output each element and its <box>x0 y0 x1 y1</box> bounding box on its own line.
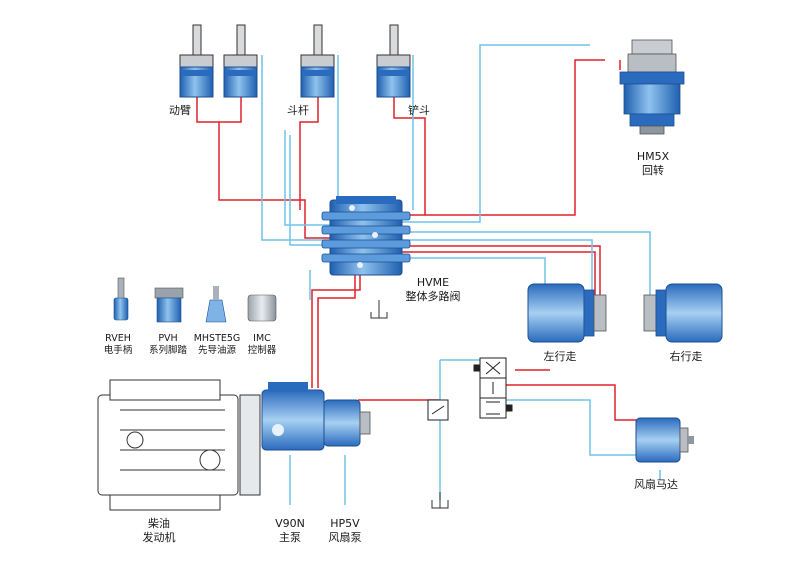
valve-label: 整体多路阀 <box>405 290 461 303</box>
fan-pump-label: 风扇泵 <box>328 531 362 544</box>
engine-label-line1: 柴油 <box>148 517 170 530</box>
boom-cylinder-left <box>179 24 214 98</box>
bucket-label: 铲斗 <box>408 104 430 117</box>
accessory-model-1: RVEH <box>105 333 131 344</box>
main-pump-label: 主泵 <box>279 531 301 544</box>
fan-pump-model: HP5V <box>330 517 360 530</box>
valve-model: HVME <box>416 276 450 289</box>
bucket-cylinder <box>376 24 411 98</box>
right-travel-motor <box>643 283 723 343</box>
fan-motor-label: 风扇马达 <box>634 478 678 491</box>
hvme-multi-valve <box>321 196 411 276</box>
boom-label: 动臂 <box>169 104 191 117</box>
accessory-model-4: IMC <box>253 333 271 344</box>
swing-model: HM5X <box>636 150 670 163</box>
accessory-model-3: MHSTE5G <box>193 333 241 344</box>
left-travel-label: 左行走 <box>543 350 577 363</box>
accessory-label-3: 先导油源 <box>197 345 236 356</box>
swing-label: 回转 <box>642 164 664 177</box>
accessory-label-1: 电手柄 <box>103 345 133 356</box>
pvh-pedal <box>154 287 184 323</box>
rveh-joystick <box>113 277 129 321</box>
boom-cylinder-right <box>223 24 258 98</box>
stick-label: 斗杆 <box>287 104 309 117</box>
engine-label-line2: 发动机 <box>142 531 176 544</box>
imc-controller <box>247 294 277 322</box>
directional-valve-symbol <box>427 357 513 421</box>
right-travel-label: 右行走 <box>669 350 703 363</box>
diesel-engine <box>97 379 261 511</box>
tank-symbols <box>370 300 449 509</box>
hp5v-fan-pump <box>323 399 371 447</box>
fan-motor <box>635 417 694 463</box>
accessory-label-4: 控制器 <box>247 345 277 356</box>
left-travel-motor <box>527 283 607 343</box>
mhste5g-pilot-source <box>205 286 227 323</box>
swing-motor-hm5x <box>619 39 685 135</box>
accessory-model-2: PVH <box>158 333 178 344</box>
main-pump-model: V90N <box>275 517 305 530</box>
stick-cylinder <box>300 24 335 98</box>
v90n-main-pump <box>261 382 325 451</box>
accessory-label-2: 系列脚踏 <box>148 345 187 356</box>
